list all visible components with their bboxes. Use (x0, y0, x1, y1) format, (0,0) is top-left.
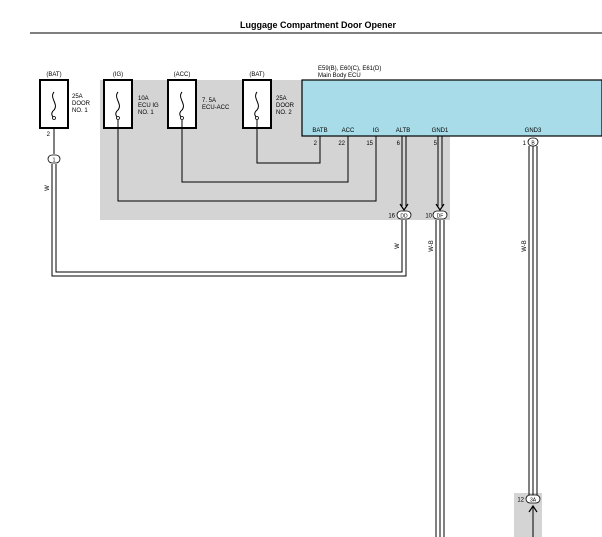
fuse4-rating: 25A (276, 96, 287, 102)
junction-dd-code: DD (400, 214, 408, 220)
fuse4-number: NO. 2 (276, 110, 292, 116)
junction-3a-code: 3A (530, 498, 537, 504)
fuse1-connector-oval (47, 154, 61, 164)
junction-df-oval (432, 210, 448, 220)
junction-3a-oval (525, 494, 541, 504)
ecu-pin-num-gnd1: 5 (434, 141, 438, 147)
wire-color-gnd3: W-B (522, 240, 528, 252)
fuse1-name: DOOR (72, 101, 91, 107)
junction-dd-oval (396, 210, 412, 220)
fuse1-rating: 25A (72, 94, 83, 100)
fuse1-source: (BAT) (46, 72, 61, 78)
diagram-title: Luggage Compartment Door Opener (240, 20, 397, 30)
junction-dd-pin: 16 (388, 214, 395, 220)
ecu-pin-num-ig: 15 (366, 141, 373, 147)
ecu-connector-codes: E59(B), E60(C), E61(D) (318, 66, 381, 72)
junction-df-pin: 10 (425, 214, 432, 220)
fuse1-box (39, 79, 69, 129)
junction-df-code: DF (437, 214, 444, 220)
wire-acc (181, 120, 349, 183)
fuse4-source: (BAT) (249, 72, 264, 78)
wire-w-outer (51, 164, 407, 277)
junction-3a-pin: 12 (517, 498, 524, 504)
fuse4-name: DOOR (276, 103, 295, 109)
fuse1-number: NO. 1 (72, 108, 88, 114)
wire-color-altb: W (395, 243, 401, 249)
ecu-pin-label-ig: IG (373, 128, 380, 134)
ecu-pin-num-gnd3: 1 (523, 141, 527, 147)
fuse2-source: (IG) (113, 72, 123, 78)
altb-chevron (399, 203, 409, 212)
ecu-pin-num-acc: 22 (338, 141, 345, 147)
fuse3-terminal (180, 116, 184, 120)
fuse1-pin-number: 2 (47, 132, 51, 138)
fuse3-source: (ACC) (174, 72, 191, 78)
ecu-pin-label-gnd3: GND3 (525, 128, 542, 134)
wire-batb (256, 120, 321, 164)
ecu-pin-label-acc: ACC (342, 128, 355, 134)
wire-color-gnd1: W-B (429, 240, 435, 252)
ecu-pin-num-batb: 2 (314, 141, 318, 147)
fuse2-name: ECU IG (138, 103, 159, 109)
fuse1-connector-code: 1 (53, 158, 56, 164)
ecu-name: Main Body ECU (318, 73, 361, 79)
gnd1-chevron (435, 203, 445, 212)
fuse4-terminal (255, 116, 259, 120)
main-body-ecu-box (301, 79, 602, 137)
fuse1-terminal (52, 116, 56, 120)
ecu-pin-label-batb: BATB (312, 128, 327, 134)
fuse2-terminal (116, 116, 120, 120)
fuse3-name: ECU-ACC (202, 105, 230, 111)
gnd3-connector-code: B (531, 141, 535, 147)
wire-ig (117, 120, 377, 202)
wire-w-inner (55, 164, 403, 273)
ecu-pin-label-gnd1: GND1 (432, 128, 449, 134)
fuse2-rating: 10A (138, 96, 149, 102)
fuse3-rating: 7. 5A (202, 98, 216, 104)
fuse2-number: NO. 1 (138, 110, 154, 116)
ecu-pin-num-altb: 6 (397, 141, 401, 147)
wire-color-fuse1: W (45, 185, 51, 191)
ecu-pin-label-altb: ALTB (396, 128, 411, 134)
